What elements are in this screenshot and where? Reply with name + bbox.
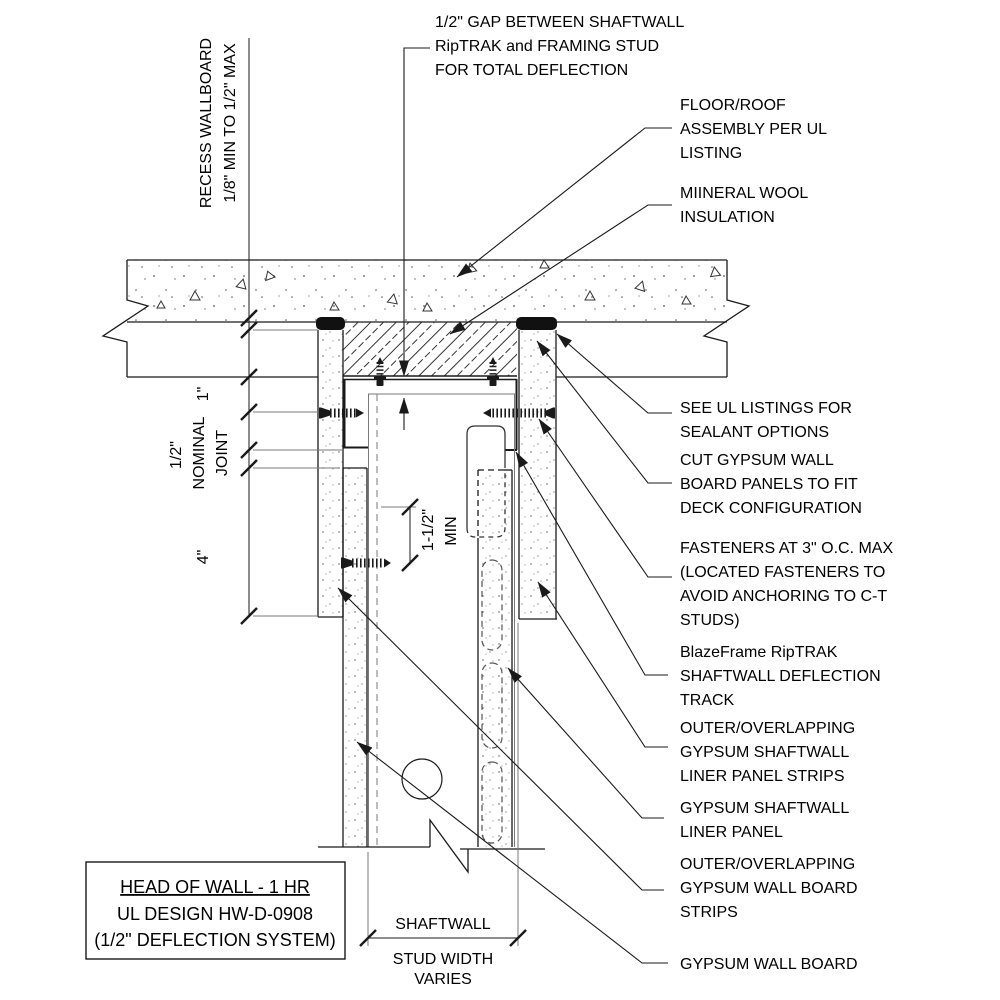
callout-sealant-1: SEE UL LISTINGS FOR: [680, 400, 852, 417]
gap-note-line2: RipTRAK and FRAMING STUD: [435, 38, 659, 55]
aggregate-triangles: [156, 258, 722, 312]
fastener-screw-right: [483, 407, 555, 419]
title-line1: HEAD OF WALL - 1 HR: [120, 877, 310, 897]
callout-cut-board-2: BOARD PANELS TO FIT: [680, 476, 858, 493]
callout-cut-board-3: DECK CONFIGURATION: [680, 500, 862, 517]
callout-liner-strips-3: LINER PANEL STRIPS: [680, 768, 845, 785]
callout-liner-panel-2: LINER PANEL: [680, 824, 783, 841]
dim-one-inch: 1": [195, 387, 212, 402]
fastener-screw-left-lower: [341, 557, 391, 569]
dimension-chain-left: [240, 38, 343, 625]
dim-four-inch: 4": [195, 550, 212, 565]
stud-slots: [481, 559, 503, 844]
callout-cut-board-1: CUT GYPSUM WALL: [680, 452, 834, 469]
dimension-labels: RECESS WALLBOARD 1/8" MIN TO 1/2" MAX 1"…: [168, 38, 493, 988]
callout-sealant-2: SEALANT OPTIONS: [680, 424, 829, 441]
dim-joint-1: 1/2": [168, 441, 185, 469]
leader-mineral-wool: [449, 204, 672, 335]
callout-riptrak-3: TRACK: [680, 692, 735, 709]
callout-liner-strips-1: OUTER/OVERLAPPING: [680, 720, 855, 737]
callout-riptrak-1: BlazeFrame RipTRAK: [680, 644, 838, 661]
gap-note-line1: 1/2" GAP BETWEEN SHAFTWALL: [435, 14, 684, 31]
gypsum-wallboard-strip-left: [316, 317, 345, 618]
dim-recess-line2: 1/8" MIN TO 1/2" MAX: [222, 43, 239, 203]
gap-note-line3: FOR TOTAL DEFLECTION: [435, 62, 628, 79]
leader-riptrak: [515, 451, 668, 676]
title-block: HEAD OF WALL - 1 HR UL DESIGN HW-D-0908 …: [85, 861, 346, 960]
shaftwall-liner-panel: [477, 469, 513, 847]
callout-wallboard: GYPSUM WALL BOARD: [680, 956, 858, 973]
dim-stud-width-2: STUD WIDTH: [393, 951, 493, 968]
leader-floor-roof: [456, 127, 672, 278]
wall-bottom-break: [318, 818, 545, 874]
callout-labels: FLOOR/ROOF ASSEMBLY PER UL LISTING MIINE…: [680, 97, 893, 973]
callout-floor-roof-3: LISTING: [680, 145, 742, 162]
leader-wallboard-strips: [337, 587, 664, 891]
fastener-screw-left-upper: [319, 407, 364, 419]
callout-wallboard-strips-3: STRIPS: [680, 904, 738, 921]
stud-knockout-circle: [401, 758, 443, 800]
dim-overlap-1: 1-1/2": [420, 509, 437, 551]
gap-callout-leader: [399, 47, 430, 430]
ct-stud: [368, 393, 515, 847]
title-line3: (1/2" DEFLECTION SYSTEM): [94, 930, 335, 950]
callout-fasteners-3: AVOID ANCHORING TO C-T: [680, 588, 887, 605]
leader-sealant: [556, 333, 672, 414]
dim-stud-width-3: VARIES: [414, 971, 472, 988]
callout-floor-roof-1: FLOOR/ROOF: [680, 97, 786, 114]
sealant-bead-right: [516, 317, 557, 330]
mineral-wool-insulation: [343, 322, 517, 376]
callout-leaders: [337, 127, 672, 964]
callout-wallboard-strips-1: OUTER/OVERLAPPING: [680, 856, 855, 873]
dim-joint-2: NOMINAL: [191, 416, 208, 489]
track-screw-left: [374, 357, 386, 386]
callout-liner-panel-1: GYPSUM SHAFTWALL: [680, 800, 849, 817]
callout-floor-roof-2: ASSEMBLY PER UL: [680, 121, 827, 138]
callout-mineral-wool-1: MIINERAL WOOL: [680, 185, 808, 202]
leader-liner-strips: [537, 581, 668, 748]
dim-joint-3: JOINT: [214, 430, 231, 476]
title-line2: UL DESIGN HW-D-0908: [117, 904, 313, 924]
dim-overlap-2: MIN: [443, 516, 460, 545]
callout-mineral-wool-2: INSULATION: [680, 209, 775, 226]
dimension-overlap-min: [381, 498, 419, 572]
leader-wallboard: [356, 741, 668, 964]
leader-liner-panel: [507, 667, 664, 819]
dim-stud-width-1: SHAFTWALL: [395, 916, 491, 933]
break-line-left: [101, 260, 150, 377]
liner-panel-strip: [466, 425, 506, 538]
track-screw-right: [487, 357, 499, 386]
callout-fasteners-4: STUDS): [680, 612, 740, 629]
break-line-right: [702, 260, 751, 377]
leader-cut-board: [536, 340, 672, 484]
gypsum-wallboard-right: [516, 317, 557, 620]
callout-fasteners-2: (LOCATED FASTENERS TO: [680, 564, 885, 581]
callout-wallboard-strips-2: GYPSUM WALL BOARD: [680, 880, 858, 897]
callout-liner-strips-2: GYPSUM SHAFTWALL: [680, 744, 849, 761]
gypsum-wallboard-inner-left: [342, 467, 368, 847]
callout-riptrak-2: SHAFTWALL DEFLECTION: [680, 668, 881, 685]
sealant-bead-left: [316, 317, 345, 330]
leader-fasteners: [538, 418, 672, 578]
dim-recess-line1: RECESS WALLBOARD: [198, 38, 215, 208]
gap-note: 1/2" GAP BETWEEN SHAFTWALL RipTRAK and F…: [435, 14, 684, 79]
callout-fasteners-1: FASTENERS AT 3" O.C. MAX: [680, 540, 893, 557]
